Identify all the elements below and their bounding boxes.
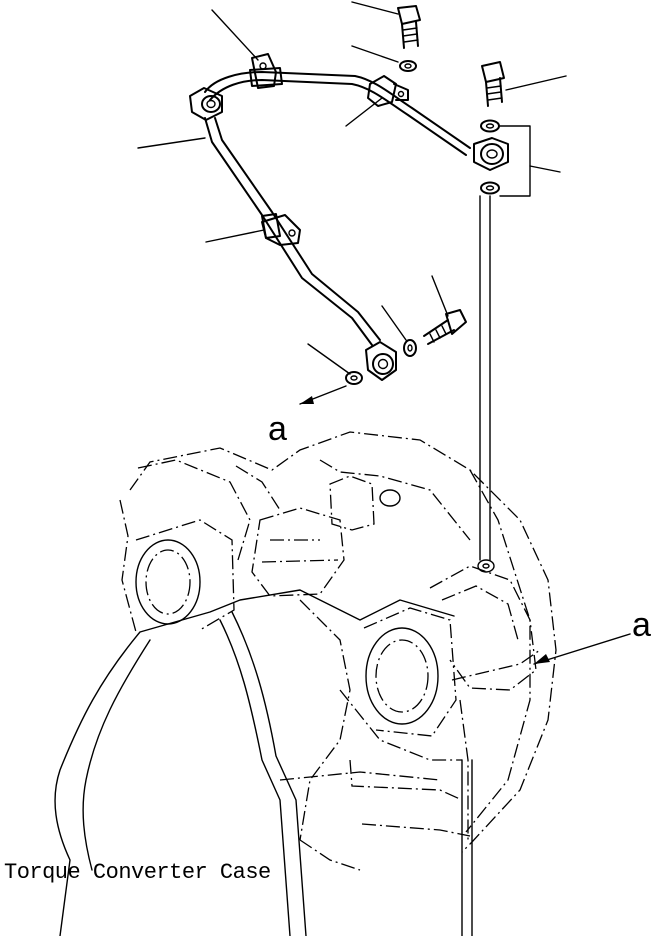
upper-clamp: [249, 53, 283, 89]
tube-assembly: [204, 71, 471, 346]
view-label-right: a: [632, 606, 651, 644]
middle-clamp: [261, 213, 301, 246]
bolt-right: [481, 61, 505, 107]
part-caption: Torque Converter Case: [4, 860, 271, 885]
washer-top: [399, 60, 417, 72]
bolt-lower: [423, 309, 467, 345]
upper-right-clamp: [367, 75, 409, 107]
view-arrow-left: [299, 385, 347, 405]
washer-right-upper: [480, 119, 500, 133]
left-tube: [204, 117, 373, 346]
eye-joint-bottom: [365, 341, 397, 381]
eye-joint-top-left: [189, 87, 223, 121]
eye-joint-right: [473, 137, 509, 171]
washer-lower-left: [345, 371, 363, 385]
torque-converter-case: [54, 431, 557, 936]
case-body-outline: [54, 589, 455, 936]
leader-lines: [137, 1, 567, 375]
washer-lower-right: [403, 339, 417, 357]
bolt-top: [397, 5, 421, 49]
washer-right-lower: [480, 181, 500, 195]
view-label-left: a: [268, 410, 287, 448]
view-arrow-right: [533, 633, 631, 665]
case-flange-outline: [129, 431, 557, 853]
